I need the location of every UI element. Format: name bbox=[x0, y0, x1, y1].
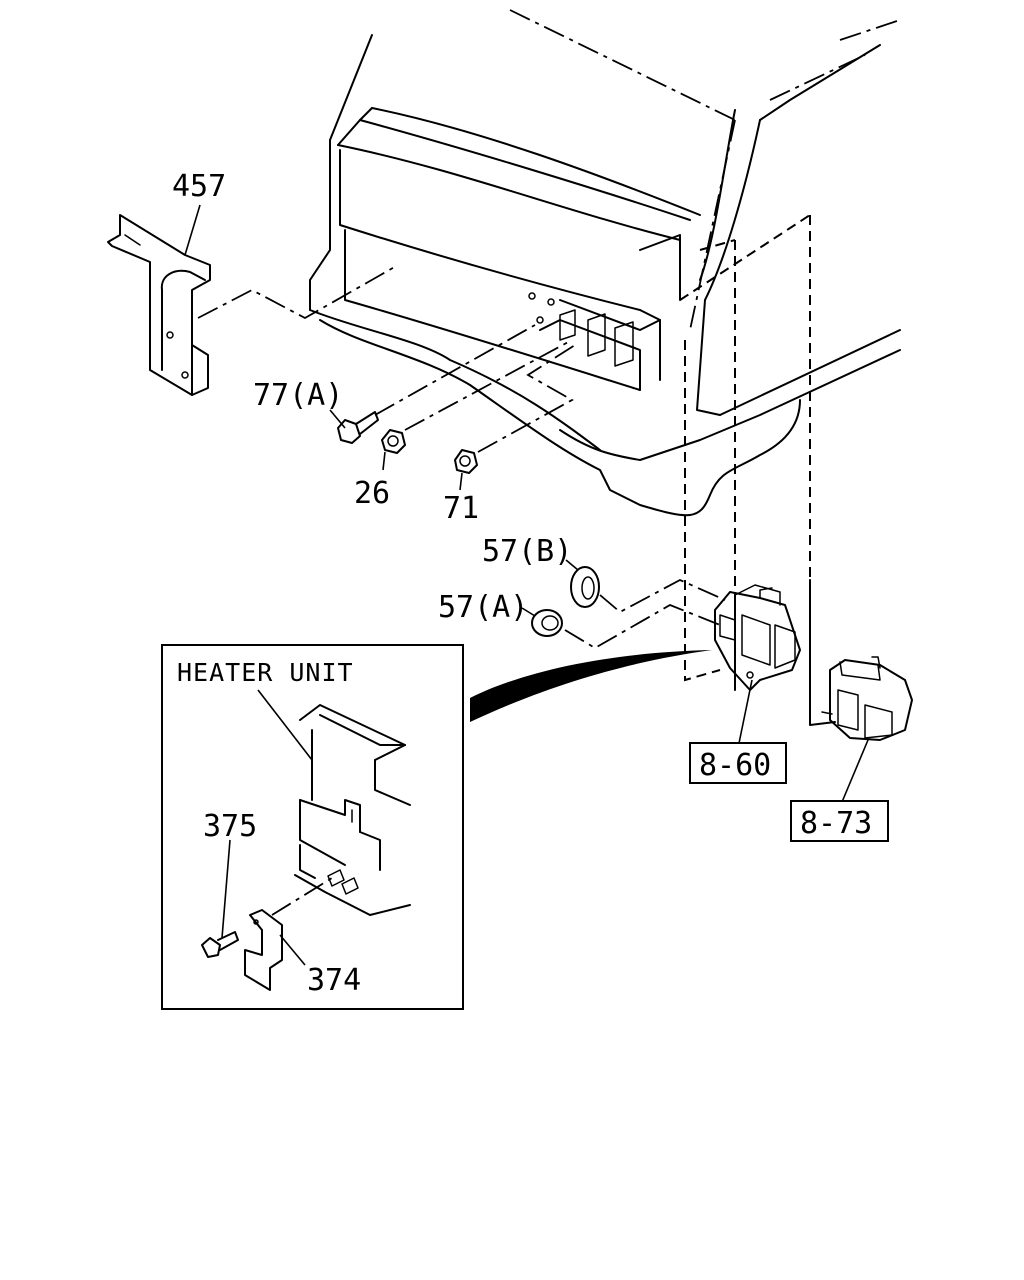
callout-57a: 57(A) bbox=[438, 590, 528, 625]
detail-pointer-wedge bbox=[470, 650, 712, 722]
cab-body-outline bbox=[309, 9, 901, 517]
heater-unit-detail-inset: HEATER UNIT bbox=[161, 644, 464, 1010]
heater-unit-8-60 bbox=[714, 584, 801, 749]
inset-title: HEATER UNIT bbox=[177, 658, 354, 687]
callout-77a: 77(A) bbox=[253, 378, 343, 413]
callout-8-60: 8-60 bbox=[699, 748, 771, 783]
part-26-nut bbox=[381, 339, 573, 471]
callout-374: 374 bbox=[307, 963, 361, 998]
callout-457: 457 bbox=[172, 169, 226, 204]
part-77a-bolt bbox=[329, 324, 536, 444]
callout-375: 375 bbox=[203, 809, 257, 844]
heater-phantom-outline bbox=[679, 214, 836, 726]
callout-box-8-73 bbox=[790, 800, 889, 842]
part-71-nut bbox=[454, 344, 576, 491]
callout-box-8-60 bbox=[689, 742, 787, 784]
callout-57b: 57(B) bbox=[482, 534, 572, 569]
part-57a-grommet bbox=[521, 604, 721, 650]
part-57b-grommet bbox=[565, 559, 726, 614]
callout-71: 71 bbox=[443, 491, 479, 526]
part-457-bracket bbox=[107, 204, 399, 396]
heater-unit-8-73 bbox=[821, 656, 913, 803]
callout-26: 26 bbox=[354, 476, 390, 511]
callout-8-73: 8-73 bbox=[800, 806, 872, 841]
